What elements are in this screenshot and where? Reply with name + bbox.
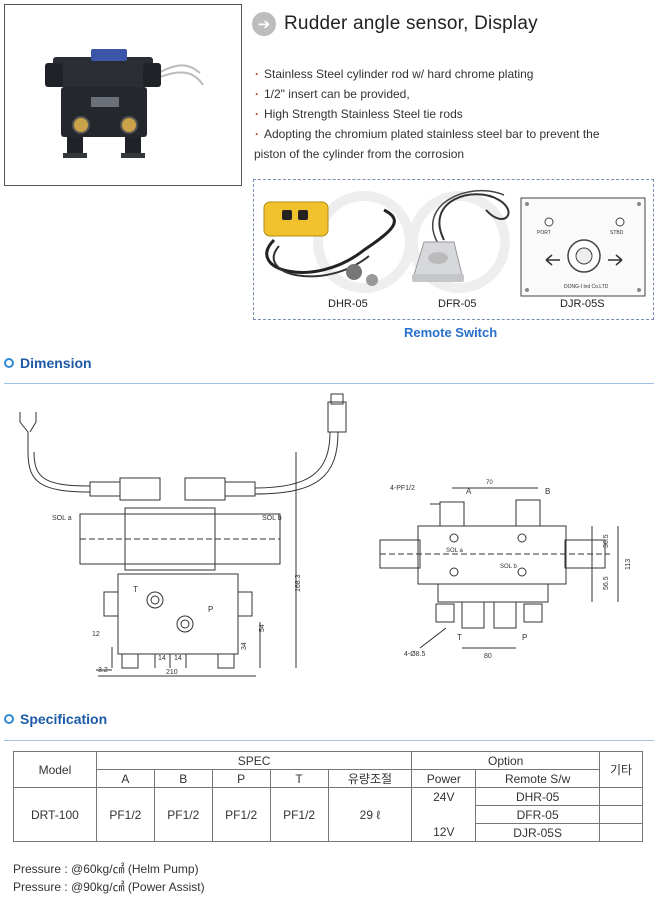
spec-col-flow: 유량조절	[327, 769, 413, 788]
label-port-p: P	[208, 605, 213, 614]
label-port-t-right: T	[457, 633, 462, 642]
product-photo	[4, 4, 242, 186]
dim-14b: 14	[174, 655, 182, 662]
label-sol-b: SOL b	[262, 515, 282, 522]
dim-113: 113	[625, 559, 632, 570]
spec-header-option: Option	[411, 751, 601, 770]
dim-80: 80	[484, 653, 492, 660]
dimension-drawing-svg: SOL a SOL b T P 168.3 54 34 12 14 14 3.2…	[19, 393, 632, 677]
dimension-heading-text: Dimension	[20, 355, 92, 371]
specification-heading-text: Specification	[20, 711, 108, 727]
spec-value-p: PF1/2	[211, 787, 271, 842]
valve-photo-illustration	[45, 49, 204, 158]
spec-col-power: Power	[411, 769, 477, 788]
spec-table: Model SPEC Option 기타 A B P T 유량조절 Power …	[13, 751, 643, 842]
label-sol-a-right: SOL a	[446, 548, 463, 554]
dim-210: 210	[166, 669, 178, 676]
dim-34: 34	[241, 642, 248, 650]
dim-70: 70	[486, 480, 493, 486]
label-port-p-right: P	[522, 633, 527, 642]
dim-4-dia: 4-Ø8.5	[404, 651, 426, 658]
dim-56-5: 56.5	[603, 576, 610, 590]
product-title: Rudder angle sensor, Display	[284, 13, 538, 34]
remote-label-djr05s: DJR-05S	[560, 298, 605, 310]
spec-header-etc: 기타	[599, 751, 643, 788]
section-divider	[4, 740, 654, 741]
spec-value-b: PF1/2	[153, 787, 213, 842]
section-bullet-icon	[4, 714, 14, 724]
spec-col-p: P	[211, 769, 271, 788]
djr-05s-panel-icon	[520, 197, 646, 297]
spec-col-remote: Remote S/w	[475, 769, 601, 788]
label-sol-a: SOL a	[52, 515, 72, 522]
spec-value-flow: 29 ℓ	[327, 787, 413, 842]
remote-switch-illustrations: PORT STBD DONG-I lnd Co.LTD	[263, 189, 646, 297]
panel-brand-label: DONG-I lnd Co.LTD	[564, 284, 609, 290]
dim-54: 54	[259, 624, 266, 632]
pressure-note-power-assist: Pressure : @90kg/㎠ (Power Assist)	[13, 880, 205, 894]
feature-item: Stainless Steel cylinder rod w/ hard chr…	[254, 64, 654, 84]
panel-stbd-label: STBD	[610, 230, 624, 236]
dfr-05-foot-switch-icon	[412, 189, 510, 282]
spec-etc-cell	[599, 823, 643, 842]
spec-remote-djr05s: DJR-05S	[475, 823, 601, 842]
remote-switch-gallery: PORT STBD DONG-I lnd Co.LTD DHR-05 DFR-0…	[253, 179, 654, 320]
dim-12: 12	[92, 631, 100, 638]
section-bullet-icon	[4, 358, 14, 368]
feature-item: Adopting the chromium plated stainless s…	[254, 124, 654, 144]
label-sol-b-right: SOL b	[500, 564, 517, 570]
spec-power-24v: 24V	[411, 787, 477, 806]
specification-heading: Specification	[4, 711, 107, 727]
spec-power-blank	[411, 805, 477, 824]
spec-header-model: Model	[13, 751, 97, 788]
label-port-t: T	[133, 585, 138, 594]
product-title-row: ➔ Rudder angle sensor, Display	[252, 12, 538, 36]
spec-value-t: PF1/2	[269, 787, 329, 842]
dim-3-2: 3.2	[98, 667, 108, 674]
section-divider	[4, 383, 654, 384]
remote-label-dhr05: DHR-05	[328, 298, 368, 310]
pressure-note-helm: Pressure : @60kg/㎠ (Helm Pump)	[13, 862, 199, 876]
arrow-right-circle-icon: ➔	[252, 12, 276, 36]
feature-item: 1/2" insert can be provided,	[254, 84, 654, 104]
spec-col-t: T	[269, 769, 329, 788]
spec-remote-dfr05: DFR-05	[475, 805, 601, 824]
spec-value-a: PF1/2	[95, 787, 155, 842]
feature-list: Stainless Steel cylinder rod w/ hard chr…	[254, 64, 654, 164]
spec-remote-dhr05: DHR-05	[475, 787, 601, 806]
spec-header-spec: SPEC	[95, 751, 413, 770]
label-port-b: B	[545, 487, 550, 496]
remote-switch-caption: Remote Switch	[404, 325, 498, 340]
label-port-a: A	[466, 487, 472, 496]
dim-4pf: 4-PF1/2	[390, 485, 415, 492]
feature-item: High Strength Stainless Steel tie rods	[254, 104, 654, 124]
dhr-05-pendant-icon	[263, 201, 396, 286]
dimension-heading: Dimension	[4, 355, 92, 371]
spec-etc-cell	[599, 805, 643, 824]
dim-168: 168.3	[295, 574, 302, 592]
dim-14a: 14	[158, 655, 166, 662]
spec-col-b: B	[153, 769, 213, 788]
remote-label-dfr05: DFR-05	[438, 298, 477, 310]
dimension-drawing: SOL a SOL b T P 168.3 54 34 12 14 14 3.2…	[0, 392, 658, 692]
spec-col-a: A	[95, 769, 155, 788]
spec-model-value: DRT-100	[13, 787, 97, 842]
spec-power-12v: 12V	[411, 823, 477, 842]
panel-port-label: PORT	[537, 230, 551, 236]
dim-36-5: 36.5	[603, 534, 610, 548]
feature-item-continuation: piston of the cylinder from the corrosio…	[254, 147, 465, 161]
spec-etc-cell	[599, 787, 643, 806]
